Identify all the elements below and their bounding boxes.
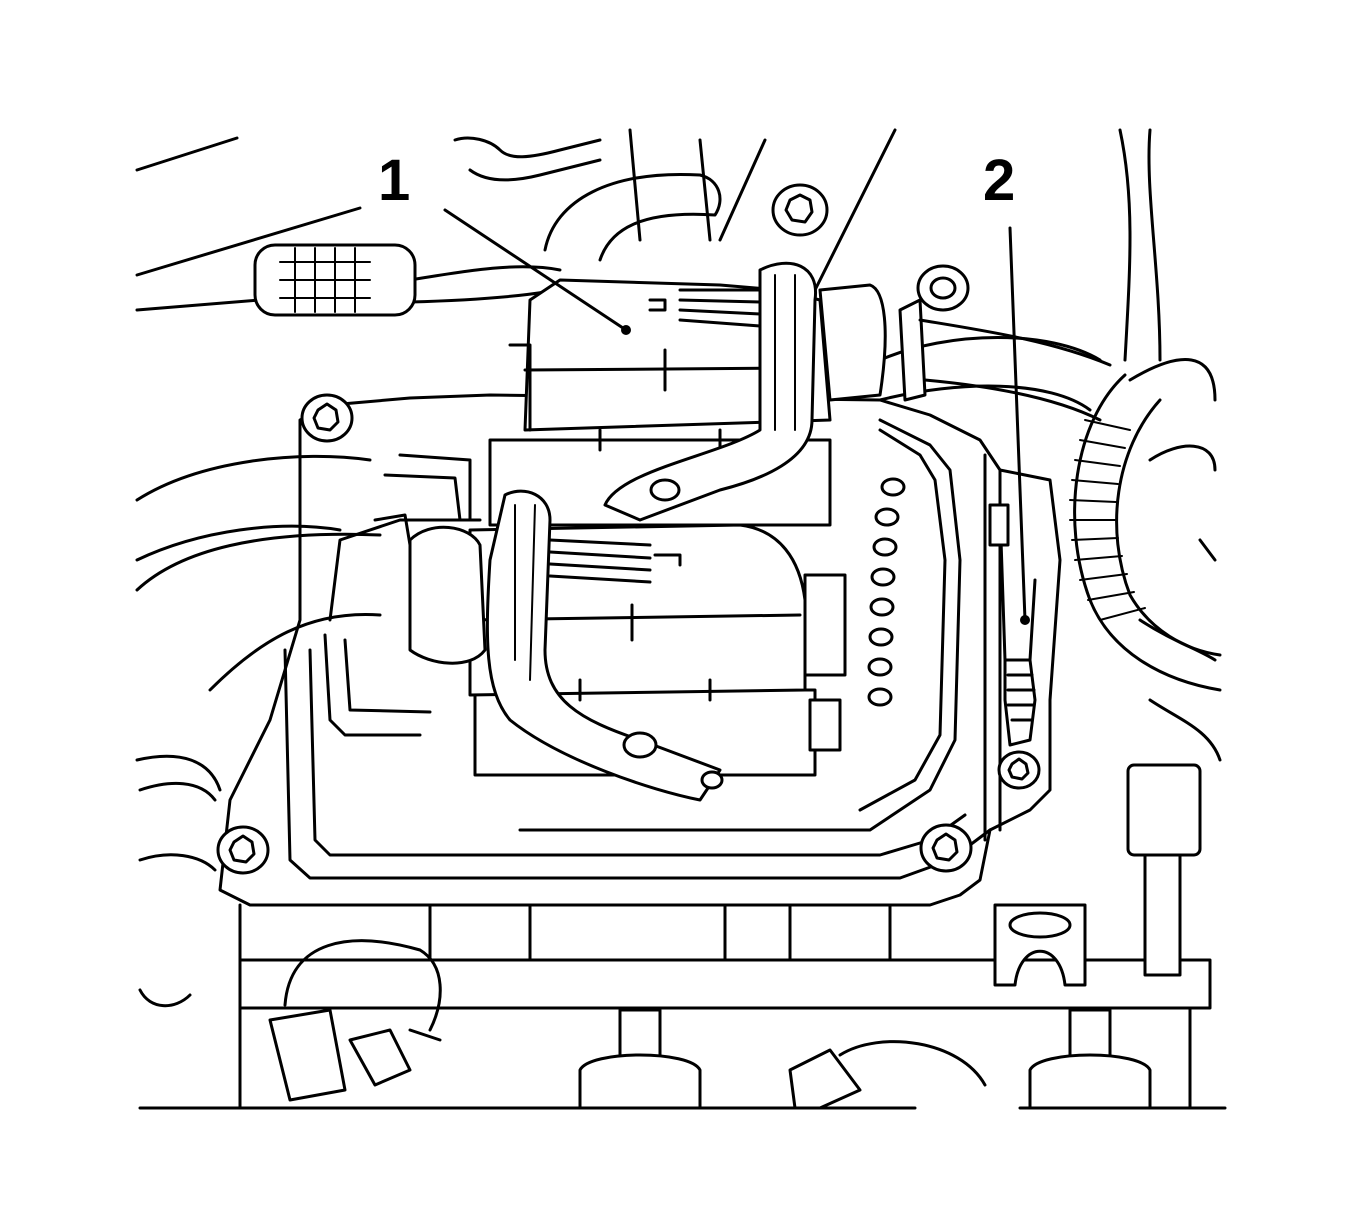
background-lines: [135, 128, 1222, 1008]
ground-strap-icon: [988, 503, 1037, 747]
torx-bolt-icon: [997, 750, 1041, 790]
callout-1-leader: [443, 208, 628, 332]
callout-1: 1: [378, 148, 631, 335]
bottom-frame: [138, 763, 1227, 1110]
callout-2: 2: [983, 148, 1030, 625]
torx-bolt-icon: [919, 823, 973, 873]
torx-bolt-icon: [771, 183, 829, 237]
torx-bolt-icon: [216, 825, 270, 875]
sensor-cable: [268, 939, 442, 1102]
connector-plug-lower: [373, 489, 847, 802]
callout-1-number: 1: [378, 148, 410, 213]
wire-harness-icon: [253, 243, 417, 317]
ring-terminal: [916, 264, 970, 312]
sensor-cable: [788, 1040, 987, 1110]
callout-2-leader: [1008, 226, 1027, 622]
callout-2-dot: [1020, 615, 1030, 625]
callout-2-number: 2: [983, 148, 1015, 213]
callout-1-dot: [621, 325, 631, 335]
torx-bolt-icon: [300, 393, 354, 443]
corrugated-harness-right: [1069, 373, 1222, 692]
vent-holes: [867, 477, 906, 707]
